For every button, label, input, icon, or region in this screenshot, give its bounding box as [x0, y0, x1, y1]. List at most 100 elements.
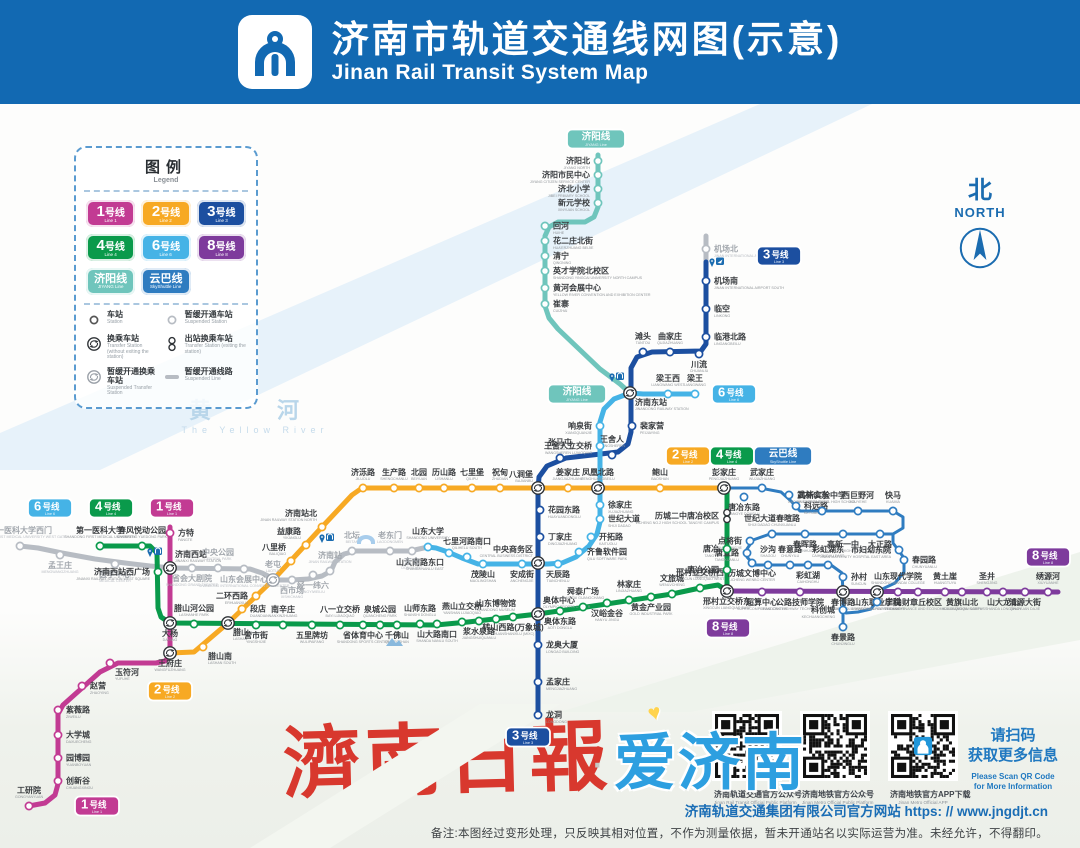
station-label: 春博路 [831, 597, 856, 607]
station-label: 第一医科大学 [76, 525, 124, 535]
station-label: 科创城 [811, 605, 835, 615]
station-label: 庄科 [885, 597, 901, 607]
station-label-en: LINGANGBEILU [714, 342, 741, 346]
station [432, 619, 442, 629]
station-label-en: FANGTE [178, 538, 193, 542]
station [540, 251, 550, 261]
station-label-en: LONGDONG [546, 720, 567, 724]
station-label-en: JIANGJIAZHUANG [553, 477, 584, 481]
station [358, 620, 368, 630]
page-title-en: Jinan Rail Transit System Map [331, 61, 649, 85]
station-label-en: CHUNJINGLU [831, 642, 855, 646]
station-label: 山大南路东口 [396, 557, 444, 567]
station-label: 武家庄 [750, 467, 774, 477]
suspended-line-icon [164, 375, 179, 380]
station-label-en: JILUOLU [356, 477, 371, 481]
station-label-en: KAITUOLU [599, 542, 617, 546]
station [875, 529, 885, 539]
station [533, 677, 543, 687]
station-label-en: YINGSHIJIE [246, 640, 267, 644]
station-label-en: ZIWEILU [66, 715, 81, 719]
svg-text:Line 6: Line 6 [45, 512, 55, 516]
qr-caption-en: Jinan Rail Transit Official Public Platf… [714, 800, 797, 805]
station [555, 453, 565, 463]
station [439, 483, 449, 493]
svg-text:The Yellow River: The Yellow River [181, 425, 328, 435]
station-label: 世纪大道春暄路 [744, 513, 801, 523]
station-label-en: LASHAN [233, 637, 248, 641]
svg-text:Line 3: Line 3 [774, 260, 784, 264]
station [517, 559, 527, 569]
station [495, 483, 505, 493]
station [888, 506, 898, 516]
station-label: 超算中心 [745, 597, 778, 607]
station [785, 560, 795, 570]
page-title: 济南市轨道交通线网图(示意) [331, 18, 843, 60]
station [251, 620, 261, 630]
station-label-en: JINANXI RAILWAY STATION [175, 559, 222, 563]
station-label: 历山路 [432, 467, 457, 477]
station [940, 587, 950, 597]
station [646, 592, 656, 602]
station-label: 安成街 [510, 569, 534, 579]
station-label-en: BEIYUAN [411, 477, 427, 481]
station-label: 世纪大道 [608, 514, 640, 524]
station-label-en: BAYI LIJIAOQIAO [326, 614, 355, 618]
station-label: 老屯 [264, 559, 281, 569]
station-label: 西市场 [280, 585, 304, 595]
station [251, 591, 261, 601]
station [239, 564, 249, 574]
station [237, 604, 247, 614]
station-label-en: SHANDONG UNIVERSITY OF FINANCE AND ECONO… [851, 607, 986, 611]
station [555, 606, 565, 616]
station-label: 营市街 [244, 630, 268, 640]
station [595, 514, 605, 524]
station-label: 山东会展中心 [220, 574, 268, 584]
station-label: 响泉街 [568, 421, 592, 431]
station-label-en: HUANGTUYA [934, 581, 957, 585]
station-label: 新元学校 [558, 198, 591, 208]
station-label: 黄土崖 [933, 571, 957, 581]
station [593, 184, 603, 194]
station-label: 彩虹湖 [795, 570, 820, 580]
station-label-en: SHANDONG XIANDAI COLLEGE [871, 581, 926, 585]
station-label-en: CENTRAL BUSINESS DISTRICT [480, 554, 534, 558]
station-label: 二环西路 [216, 591, 249, 601]
station-label-en: YUFUHE [115, 677, 130, 681]
station-label-en: OLYMPIC SPORTS CENTER [543, 605, 591, 609]
station-label-en: TANTOU [636, 341, 651, 345]
station-label: 千佛山 [385, 630, 409, 640]
station-label-en: CHUNYUANLU [912, 565, 937, 569]
station [77, 681, 87, 691]
station-label-en: SHANDONG GRAND THEATRE [166, 583, 219, 587]
station-label-en: CENTRAL PARK [204, 557, 232, 561]
station [1020, 587, 1030, 597]
station-label-en: LICHENG WENBO CENTER [729, 578, 776, 582]
station-label-en: WANGFUZHUANG [154, 668, 185, 672]
station-label: 八里桥 [261, 542, 287, 552]
station-label-en: BAOSHAN [651, 477, 669, 481]
qr-caption-en: Jinan Metro Official Public Platform [802, 800, 874, 805]
station-icon [89, 315, 99, 325]
station-label-en: ZHUANGKE [885, 607, 906, 611]
station-label: 山师东路 [404, 603, 437, 613]
suspended-station-icon [167, 315, 177, 325]
station [444, 548, 454, 558]
station-label: 济南东站 [635, 397, 667, 407]
station-label-en: JINANDONG RAILWAY STATION [635, 407, 689, 411]
station [508, 612, 518, 622]
station-label: 中央公园 [202, 547, 234, 557]
station [595, 441, 605, 451]
station [24, 801, 34, 811]
svg-text:2: 2 [154, 682, 161, 697]
station [717, 481, 731, 495]
bridge-icon [357, 535, 375, 544]
station-label: 济南西站 [175, 549, 207, 559]
station-label-en: QILIHELU SOUTH [452, 546, 482, 550]
station-label: 北园 [411, 467, 427, 477]
